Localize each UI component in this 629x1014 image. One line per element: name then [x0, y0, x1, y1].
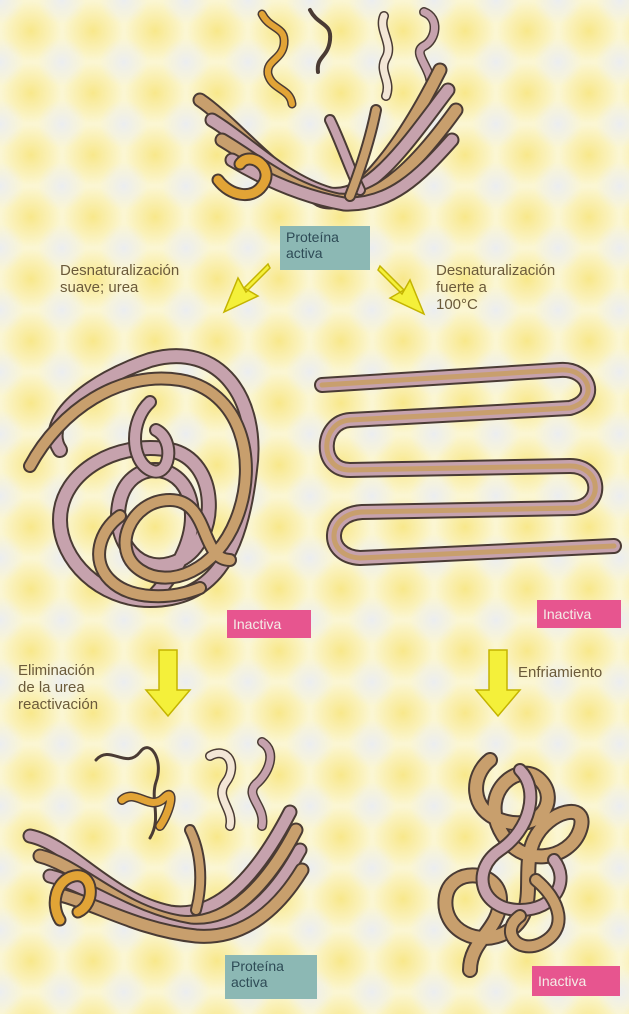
mild-denaturation-label: Desnaturalización suave; urea [60, 262, 230, 296]
cooling-label: Enfriamiento [518, 664, 628, 681]
inactive-right-label: Inactiva [537, 600, 621, 628]
active-protein-top-label: Proteína activa [280, 226, 370, 270]
urea-removal-label: Eliminación de la urea reactivación [18, 662, 148, 713]
inactive-bottom-label: Inactiva [532, 966, 620, 996]
active-protein-bottom-label: Proteína activa [225, 955, 317, 999]
strong-denaturation-label: Desnaturalización fuerte a 100°C [436, 262, 606, 313]
inactive-left-label: Inactiva [227, 610, 311, 638]
